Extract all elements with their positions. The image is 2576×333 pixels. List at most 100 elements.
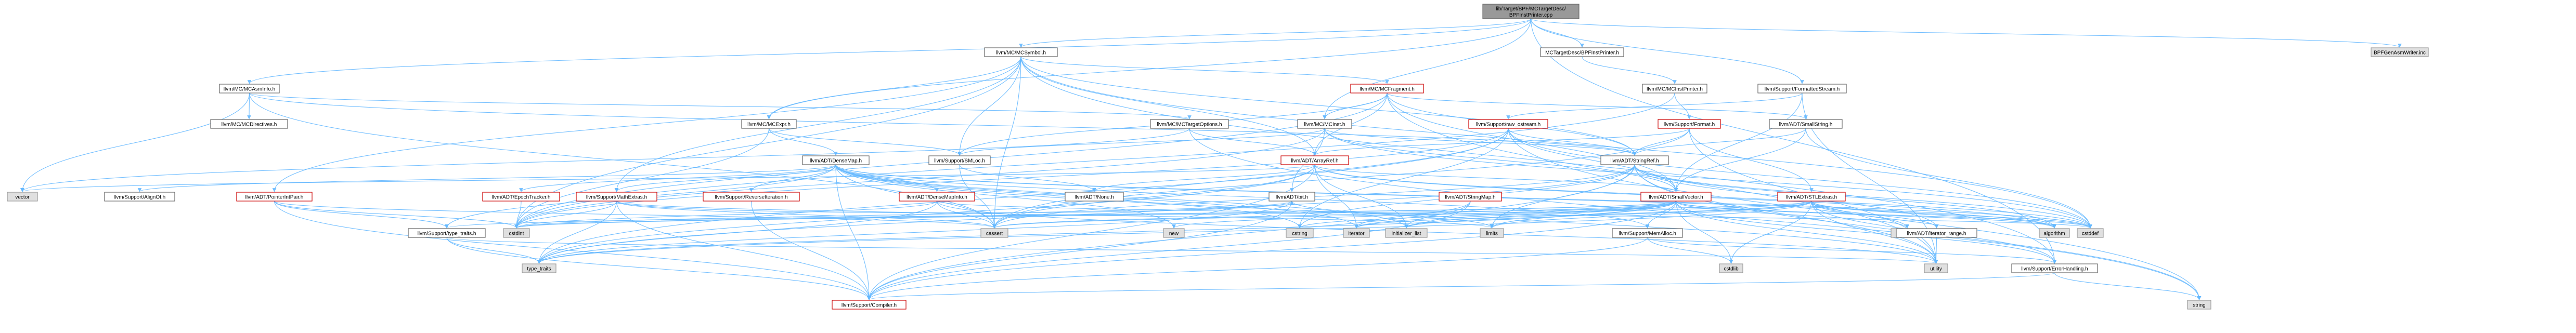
- node-label: llvm/MC/MCFragment.h: [1360, 87, 1415, 92]
- node-label: llvm/ADT/SmallString.h: [1779, 122, 1833, 128]
- edge-memalloc-to-cstdlib: [1647, 237, 1733, 264]
- edge-mcfragment-to-smallvector: [1387, 92, 1678, 192]
- node-cstdlib: cstdlib: [1719, 263, 1743, 273]
- node-bit[interactable]: llvm/ADT/bit.h: [1268, 192, 1315, 202]
- edge-mathextras-to-typetraitsstd: [537, 201, 617, 264]
- node-box: [7, 192, 38, 202]
- node-mcfragment[interactable]: llvm/MC/MCFragment.h: [1350, 84, 1424, 94]
- edge-ptrintpair-to-typetraits: [274, 201, 449, 229]
- node-mcasminfo[interactable]: llvm/MC/MCAsmInfo.h: [219, 84, 280, 94]
- node-label: llvm/ADT/DenseMap.h: [810, 158, 862, 164]
- edge-mcinst-to-smallvector: [1324, 128, 1678, 192]
- node-box: [2011, 263, 2098, 273]
- node-box: [899, 192, 975, 202]
- node-memalloc[interactable]: llvm/Support/MemAlloc.h: [1612, 228, 1683, 238]
- node-box: [2077, 228, 2104, 238]
- node-label: llvm/MC/MCExpr.h: [747, 122, 791, 128]
- node-vector: vector: [7, 192, 38, 202]
- edge-smallstring-to-stringref: [1633, 128, 1806, 156]
- edge-rawostream-to-cstddef: [1508, 128, 2092, 229]
- node-rawostream[interactable]: llvm/Support/raw_ostream.h: [1468, 119, 1548, 129]
- node-cstdint: cstdint: [503, 228, 530, 238]
- node-box: [522, 263, 556, 273]
- node-label: new: [1169, 231, 1179, 237]
- edge-errhandling-to-compiler: [867, 272, 2055, 300]
- edge-root-to-mcinst: [1323, 18, 1532, 119]
- edge-format-to-arrayref: [1313, 128, 1690, 156]
- node-mctargetoptions[interactable]: llvm/MC/MCTargetOptions.h: [1150, 119, 1229, 129]
- file-nodes: lib/Target/BPF/MCTargetDesc/BPFInstPrint…: [7, 4, 2429, 310]
- edge-mcinst-to-smloc: [957, 128, 1325, 156]
- node-label: string: [2193, 303, 2205, 309]
- node-stlextras[interactable]: llvm/ADT/STLExtras.h: [1777, 192, 1846, 202]
- edge-stlextras-to-cstdint: [514, 201, 1812, 229]
- node-label: llvm/ADT/EpochTracker.h: [492, 195, 551, 201]
- node-label: llvm/ADT/PointerIntPair.h: [245, 195, 304, 201]
- node-alignof[interactable]: llvm/Support/AlignOf.h: [104, 192, 175, 202]
- node-densemapinfo[interactable]: llvm/ADT/DenseMapInfo.h: [899, 192, 975, 202]
- node-box: [576, 192, 657, 202]
- node-mcsymbol[interactable]: llvm/MC/MCSymbol.h: [984, 47, 1058, 57]
- node-box: [408, 228, 486, 238]
- node-label: algorithm: [2043, 231, 2065, 237]
- node-mcexpr[interactable]: llvm/MC/MCExpr.h: [741, 119, 797, 129]
- node-smallstring[interactable]: llvm/ADT/SmallString.h: [1769, 119, 1843, 129]
- node-label: type_traits: [527, 267, 551, 272]
- node-cstring: cstring: [1286, 228, 1314, 238]
- node-mathextras[interactable]: llvm/Support/MathExtras.h: [576, 192, 657, 202]
- edge-smallvector-to-functional: [1675, 201, 1909, 229]
- node-label: cstdint: [509, 231, 524, 237]
- node-epochtracker[interactable]: llvm/ADT/EpochTracker.h: [482, 192, 560, 202]
- edge-root-to-fmtstream: [1530, 18, 1804, 84]
- node-errhandling[interactable]: llvm/Support/ErrorHandling.h: [2011, 263, 2098, 273]
- node-smloc[interactable]: llvm/Support/SMLoc.h: [928, 155, 991, 165]
- node-stringmap[interactable]: llvm/ADT/StringMap.h: [1439, 192, 1502, 202]
- node-label: llvm/ADT/StringRef.h: [1610, 158, 1659, 164]
- node-label: llvm/Support/raw_ostream.h: [1476, 122, 1541, 128]
- node-box: [1468, 119, 1548, 129]
- edge-bit-to-cstdint: [514, 201, 1292, 229]
- edge-typetraits-to-typetraitsstd: [446, 237, 541, 264]
- node-densemap[interactable]: llvm/ADT/DenseMap.h: [802, 155, 870, 165]
- node-ptrintpair[interactable]: llvm/ADT/PointerIntPair.h: [236, 192, 313, 202]
- node-smallvector[interactable]: llvm/ADT/SmallVector.h: [1640, 192, 1712, 202]
- node-mcinst[interactable]: llvm/MC/MCInst.h: [1297, 119, 1352, 129]
- node-label: llvm/ADT/iterator_range.h: [1907, 231, 1966, 237]
- node-box: [1343, 228, 1370, 238]
- node-box: [1658, 119, 1721, 129]
- edge-densemapinfo-to-cstdint: [514, 201, 938, 229]
- node-box: [1769, 119, 1843, 129]
- node-none[interactable]: llvm/ADT/None.h: [1065, 192, 1124, 202]
- node-mcdirectives[interactable]: llvm/MC/MCDirectives.h: [210, 119, 288, 129]
- edge-bpfinstprinter-to-mcinstprinter: [1582, 56, 1677, 84]
- node-arrayref[interactable]: llvm/ADT/ArrayRef.h: [1280, 155, 1349, 165]
- node-new: new: [1163, 228, 1185, 238]
- node-box: [236, 192, 313, 202]
- edge-mcinstprinter-to-format: [1674, 92, 1691, 119]
- node-fmtstream[interactable]: llvm/Support/FormattedStream.h: [1757, 84, 1847, 94]
- node-box: [503, 228, 530, 238]
- node-box: [1777, 192, 1846, 202]
- node-compiler[interactable]: llvm/Support/Compiler.h: [832, 300, 907, 310]
- node-box: [1757, 84, 1847, 94]
- edge-mcasminfo-to-mctargetoptions: [249, 92, 1192, 119]
- node-root[interactable]: lib/Target/BPF/MCTargetDesc/BPFInstPrint…: [1482, 4, 1580, 19]
- node-string: string: [2187, 300, 2211, 310]
- edge-format-to-stlextras: [1689, 128, 1814, 192]
- node-mcinstprinter[interactable]: llvm/MC/MCInstPrinter.h: [1642, 84, 1707, 94]
- edge-mathextras-to-compiler: [616, 201, 871, 300]
- node-stringref[interactable]: llvm/ADT/StringRef.h: [1600, 155, 1669, 165]
- node-reverseiter[interactable]: llvm/Support/ReverseIteration.h: [703, 192, 800, 202]
- node-bpfinstprinter[interactable]: MCTargetDesc/BPFInstPrinter.h: [1540, 47, 1624, 57]
- node-label: llvm/ADT/STLExtras.h: [1786, 195, 1837, 201]
- edge-densemap-to-alignof: [138, 164, 836, 192]
- node-typetraits[interactable]: llvm/Support/type_traits.h: [408, 228, 486, 238]
- edge-arrayref-to-compiler: [867, 164, 1315, 300]
- node-box: [1163, 228, 1185, 238]
- node-format[interactable]: llvm/Support/Format.h: [1658, 119, 1721, 129]
- edge-mcexpr-to-smloc: [768, 128, 962, 156]
- node-iterrange[interactable]: llvm/ADT/iterator_range.h: [1896, 228, 1977, 238]
- edge-mcasminfo-to-cassert: [249, 92, 996, 229]
- node-box: [1719, 263, 1743, 273]
- node-box: [1350, 84, 1424, 94]
